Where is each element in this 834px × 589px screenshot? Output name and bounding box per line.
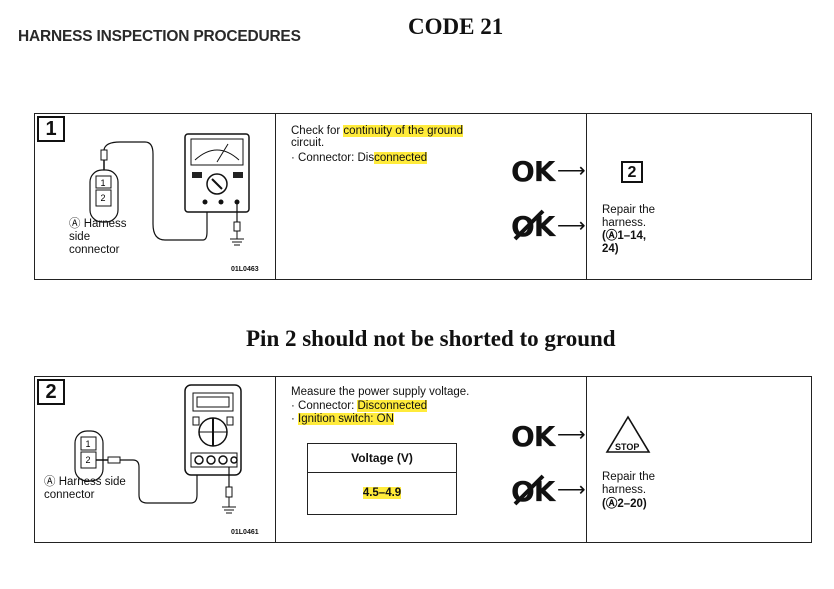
instruction-line: Check for continuity of the ground (291, 125, 463, 138)
ok-result-icon: OK (511, 420, 555, 453)
connector-line: · Connector: Disconnected (291, 400, 428, 413)
pin-note: Pin 2 should not be shorted to ground (246, 326, 616, 351)
column-divider (275, 377, 276, 542)
highlighted-text: 4.5–4.9 (362, 487, 402, 499)
ok-result-icon: OK (511, 155, 555, 188)
page-title: HARNESS INSPECTION PROCEDURES (18, 28, 301, 45)
repair-text: Repair the harness. (602, 204, 656, 229)
svg-text:2: 2 (85, 455, 90, 465)
instruction-line: circuit. (291, 137, 325, 149)
ng-slash-icon (513, 209, 545, 241)
svg-text:1: 1 (85, 439, 90, 449)
ignition-text: · (291, 413, 299, 425)
step-1-panel: 1 1 2 Ⓐ Harness side connector 01L0463 (34, 113, 812, 280)
highlighted-text: Ignition switch: ON (298, 413, 394, 425)
arrow-right-icon: ⟶ (557, 160, 586, 182)
analog-multimeter-diagram: 1 2 (89, 133, 250, 246)
arrow-right-icon: ⟶ (557, 479, 586, 501)
connector-line: · Connector: Disconnected (291, 152, 428, 165)
voltage-table-value: 4.5–4.9 (308, 473, 456, 499)
highlighted-text: Disconnected (357, 400, 428, 412)
arrow-right-icon: ⟶ (557, 424, 586, 446)
ng-result-icon: OK (511, 474, 555, 508)
column-divider (275, 114, 276, 279)
stop-label: STOP (615, 442, 640, 452)
column-divider (586, 377, 587, 542)
svg-text:2: 2 (100, 193, 105, 203)
figure-code: 01L0463 (231, 266, 259, 273)
code-label: CODE 21 (408, 14, 504, 39)
repair-reference: (Ⓐ2–20) (602, 498, 647, 510)
svg-text:1: 1 (100, 178, 105, 188)
step-2-panel: 2 1 2 Ⓐ Harness side connector 01L04 (34, 376, 812, 543)
voltage-table: Voltage (V) 4.5–4.9 (307, 443, 457, 515)
ng-result-icon: OK (511, 209, 555, 243)
digital-multimeter-diagram: 1 2 (74, 384, 242, 514)
next-step-box: 2 (621, 161, 643, 183)
figure-code: 01L0461 (231, 529, 259, 536)
step-number: 2 (37, 379, 65, 405)
column-divider (586, 114, 587, 279)
ng-slash-icon (513, 474, 545, 506)
ignition-line: · Ignition switch: ON (291, 413, 394, 426)
arrow-right-icon: ⟶ (557, 215, 586, 237)
repair-reference: (Ⓐ1–14, 24) (602, 230, 647, 255)
highlighted-text: connected (374, 152, 428, 164)
connector-label: Ⓐ Harness side connector (69, 218, 127, 256)
voltage-table-header: Voltage (V) (308, 444, 456, 473)
connector-text: · Connector: (291, 400, 358, 412)
instruction-line: Measure the power supply voltage. (291, 386, 470, 398)
instruction-text: Check for (291, 125, 344, 137)
repair-text: Repair the harness. (602, 471, 656, 496)
connector-label: Ⓐ Harness side connector (44, 476, 126, 501)
step-number: 1 (37, 116, 65, 142)
stop-triangle-icon (605, 415, 651, 453)
connector-text: · Connector: Dis (291, 152, 375, 164)
highlighted-text: continuity of the ground (343, 125, 463, 137)
